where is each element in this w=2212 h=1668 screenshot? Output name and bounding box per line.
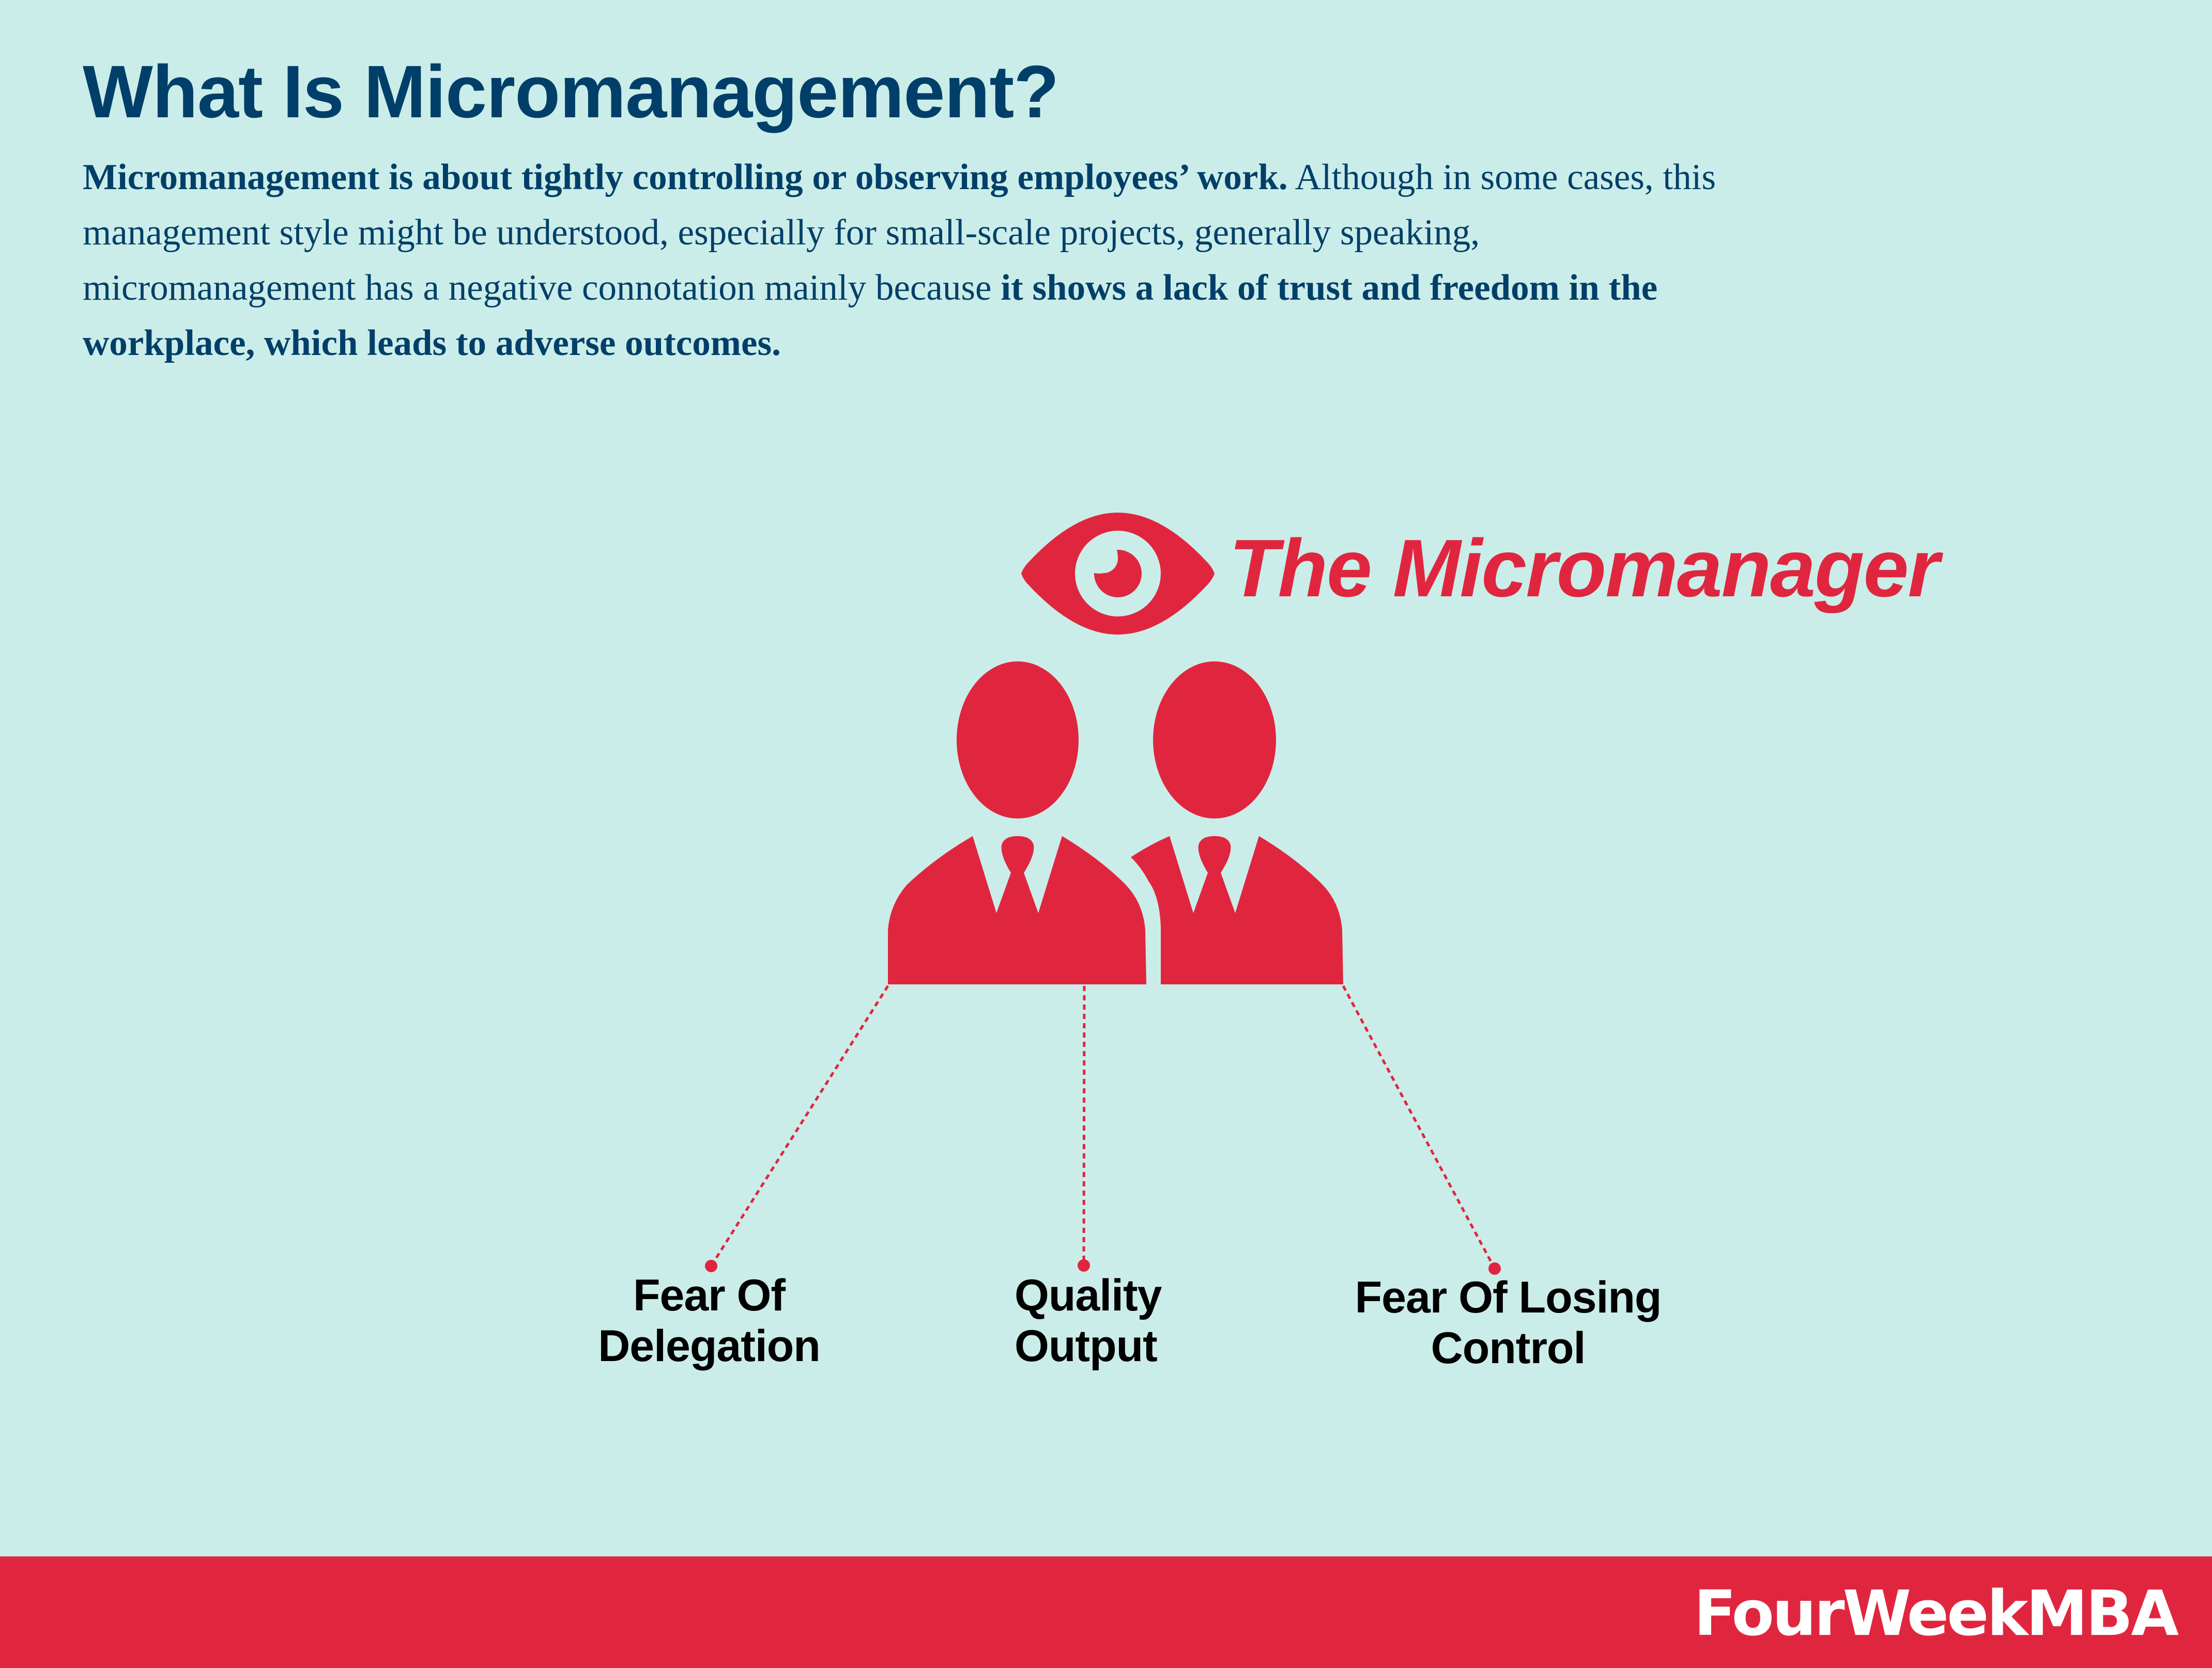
brand-logo-text: FourWeekMBA (1694, 1578, 2179, 1650)
label-quality-output: Quality Output (1015, 1270, 1162, 1371)
intro-bold-conclusion: it shows a lack of trust and freedom in … (83, 268, 1658, 363)
label-fear-of-losing-control: Fear Of Losing Control (1355, 1272, 1662, 1373)
label-line: Quality (1015, 1271, 1162, 1320)
connector-line-right (1342, 985, 1496, 1270)
label-line: Fear Of (633, 1271, 786, 1320)
intro-bold-lead: Micromanagement is about tightly control… (83, 157, 1288, 197)
intro-body: Although in some cases, this management … (83, 157, 1716, 308)
connector-lines (710, 985, 1496, 1270)
label-fear-of-delegation: Fear Of Delegation (598, 1270, 821, 1371)
label-line: Delegation (598, 1321, 821, 1371)
diagram-graphics (705, 513, 1501, 1275)
footer-bar: FourWeekMBA (0, 1556, 2212, 1668)
label-line: Fear Of Losing (1355, 1273, 1662, 1322)
two-businessmen-icon (888, 661, 1343, 984)
eye-icon (1021, 513, 1215, 635)
connector-dot-right (1488, 1262, 1501, 1275)
connector-dot-middle (1078, 1259, 1090, 1272)
label-line: Control (1431, 1323, 1586, 1373)
connector-dots (705, 1259, 1501, 1275)
micromanager-diagram: The Micromanager Fear Of Delegation Qual… (598, 513, 1940, 1373)
page-title: What Is Micromanagement? (83, 50, 1059, 133)
connector-dot-left (705, 1260, 717, 1272)
micromanager-heading: The Micromanager (1229, 523, 1940, 614)
connector-line-left (710, 985, 889, 1267)
label-line: Output (1015, 1321, 1158, 1371)
intro-paragraph: Micromanagement is about tightly control… (83, 150, 1752, 371)
